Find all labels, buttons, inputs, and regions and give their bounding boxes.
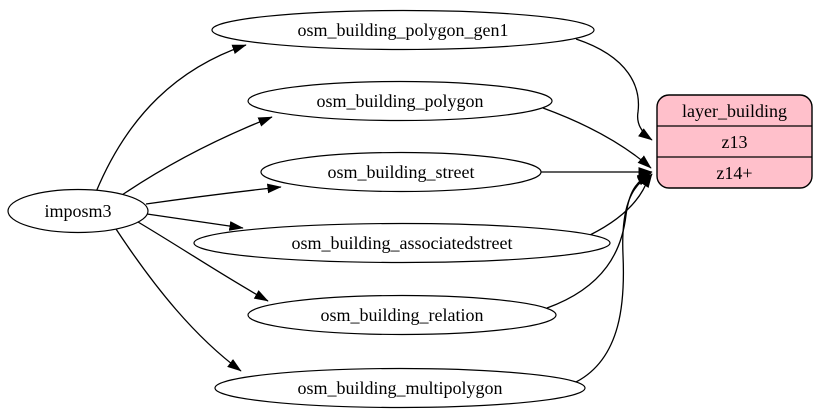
table-ellipse [214, 367, 586, 409]
layer-building-box [656, 94, 813, 189]
node-layer-building: layer_building z13 z14+ [656, 94, 813, 189]
table-label: osm_building_street [328, 162, 475, 182]
imposm3-ellipse [7, 188, 149, 234]
edge-imposm3-to-osm-building-multipolygon [115, 228, 242, 372]
node-imposm3: imposm3 [7, 188, 149, 234]
edge-osm-building-associatedstreet-to-layer-z14 [589, 173, 653, 236]
table-label: osm_building_polygon [316, 91, 483, 111]
table-label: osm_building_polygon_gen1 [298, 20, 509, 40]
layer-building-row-z13: z13 [722, 132, 748, 152]
node-osm-building-associatedstreet: osm_building_associatedstreet [193, 222, 611, 264]
edge-osm-building-polygon-to-layer-z14 [542, 107, 652, 169]
edge-imposm3-to-osm-building-polygon-gen1 [95, 44, 247, 193]
edges-source-to-tables [95, 44, 282, 372]
node-osm-building-polygon-gen1: osm_building_polygon_gen1 [211, 9, 595, 51]
edge-osm-building-multipolygon-to-layer-z14 [575, 174, 652, 383]
edge-imposm3-to-osm-building-associatedstreet [146, 213, 244, 231]
layer-building-row-z14: z14+ [716, 163, 752, 183]
imposm3-label: imposm3 [44, 201, 111, 221]
node-osm-building-relation: osm_building_relation [247, 294, 557, 336]
edges-tables-to-layer [541, 38, 653, 383]
table-ellipse [193, 222, 611, 264]
node-osm-building-polygon: osm_building_polygon [247, 80, 553, 122]
table-label: osm_building_relation [321, 305, 484, 325]
table-ellipse [247, 294, 557, 336]
edge-imposm3-to-osm-building-street [145, 183, 282, 205]
edge-imposm3-to-osm-building-polygon [121, 116, 273, 196]
node-osm-building-street: osm_building_street [260, 151, 542, 193]
table-ellipse [247, 80, 553, 122]
edge-imposm3-to-osm-building-relation [137, 221, 269, 302]
edge-osm-building-polygon-gen1-to-layer-z13 [575, 38, 653, 141]
node-osm-building-multipolygon: osm_building_multipolygon [214, 367, 586, 409]
table-label: osm_building_multipolygon [297, 378, 502, 398]
layer-building-title: layer_building [682, 101, 787, 121]
table-ellipse [211, 9, 595, 51]
table-label: osm_building_associatedstreet [292, 233, 513, 253]
table-ellipse [260, 151, 542, 193]
